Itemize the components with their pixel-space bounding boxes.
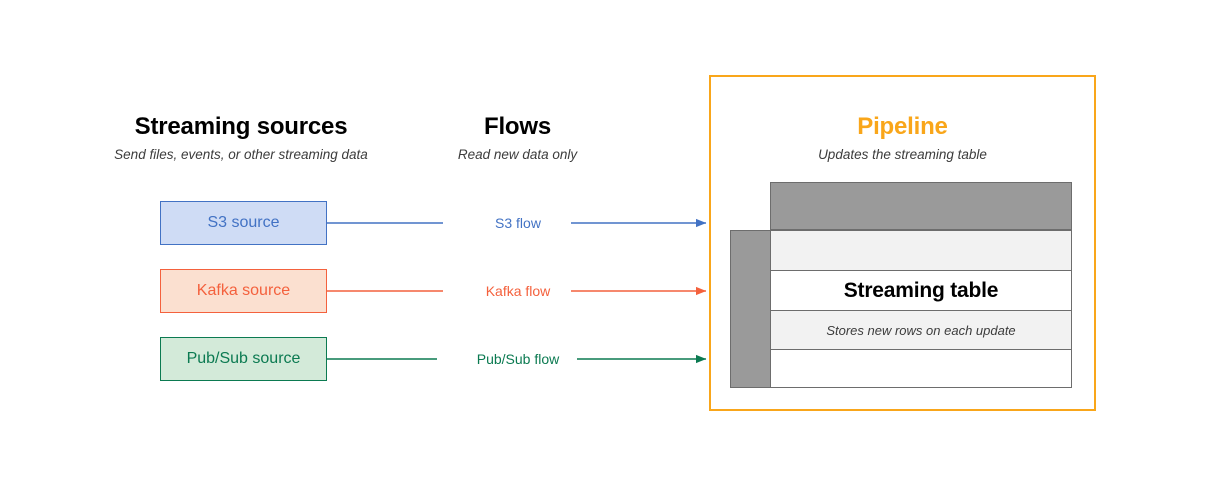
streaming-table-header-row [770,182,1072,230]
streaming-table-row: Streaming table [770,270,1072,311]
pipeline-container [709,75,1096,411]
streaming-table-row: Stores new rows on each update [770,310,1072,350]
column-heading-pipeline: Pipeline Updates the streaming table [710,113,1095,164]
source-box-s3[interactable]: S3 source [160,201,327,245]
column-heading-streaming-sources: Streaming sources Send files, events, or… [41,113,441,164]
flow-label-s3: S3 flow [495,215,541,231]
streaming-table-left-column [730,230,771,388]
pipeline-subtitle: Updates the streaming table [818,147,987,162]
streaming-table-caption: Stores new rows on each update [826,322,1016,338]
pipeline-title: Pipeline [857,113,948,140]
streaming-sources-subtitle: Send files, events, or other streaming d… [114,147,368,162]
flow-label-kafka: Kafka flow [485,283,551,299]
flow-label-pubsub: Pub/Sub flow [476,351,560,367]
flows-title: Flows [483,113,551,140]
source-box-pubsub-label: Pub/Sub source [186,350,301,367]
source-box-pubsub[interactable]: Pub/Sub source [160,337,327,381]
streaming-table-row [770,349,1072,388]
flows-subtitle: Read new data only [457,147,578,162]
streaming-table-title: Streaming table [843,278,999,302]
source-box-kafka[interactable]: Kafka source [160,269,327,313]
streaming-sources-title: Streaming sources [134,113,348,140]
streaming-table-row [770,230,1072,271]
source-box-kafka-label: Kafka source [196,282,291,299]
source-box-s3-label: S3 source [207,214,280,231]
column-heading-flows: Flows Read new data only [410,113,625,164]
